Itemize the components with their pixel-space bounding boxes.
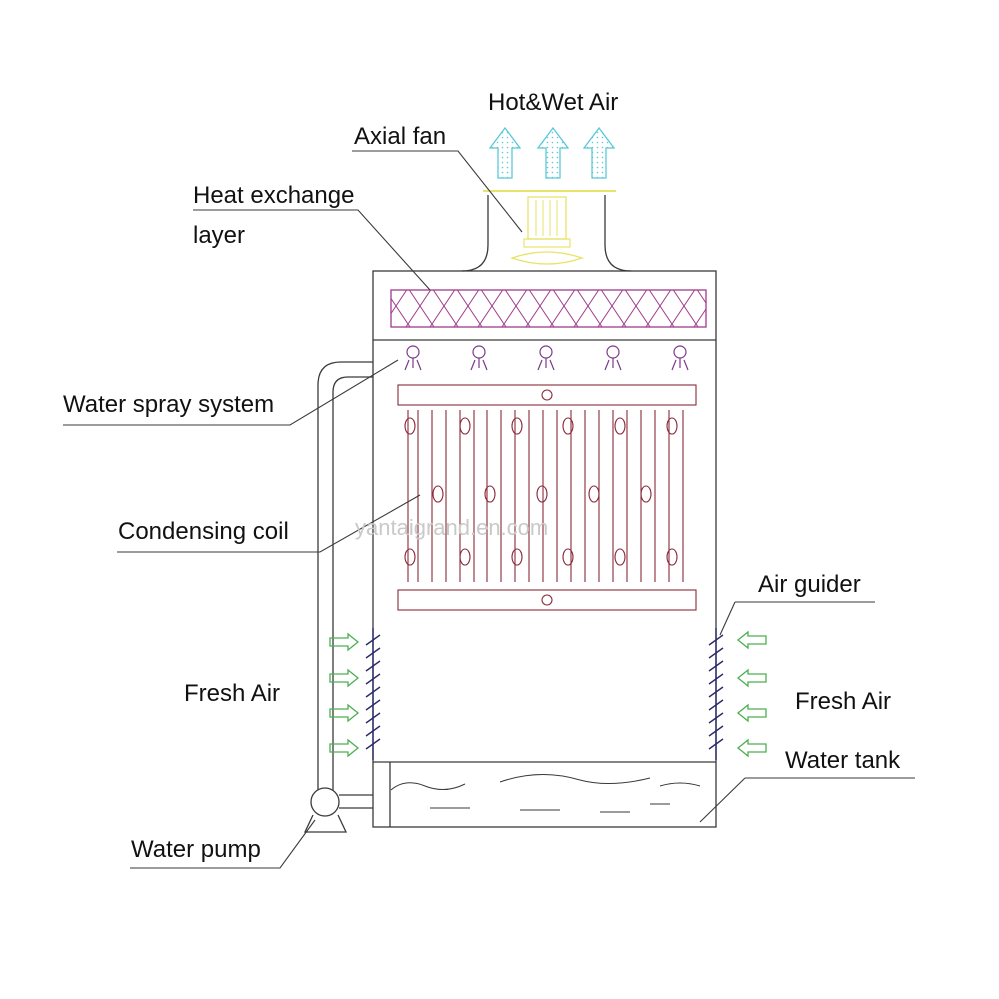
guider-blade [365, 699, 381, 711]
guider-blade [708, 647, 724, 659]
guider-blade [708, 699, 724, 711]
fresh-air-arrow-icon [329, 703, 360, 723]
guider-blade [365, 647, 381, 659]
water-pump [303, 787, 373, 833]
fresh-air-arrows-right [736, 630, 767, 758]
exhaust-arrow-icon [488, 126, 522, 179]
fresh-air-arrow-icon [329, 668, 360, 688]
guider-blade [365, 712, 381, 724]
fresh-air-arrow-icon [736, 738, 767, 758]
guider-blade [708, 738, 724, 750]
tower-housing [372, 195, 717, 828]
nozzle-icon [604, 345, 622, 371]
fresh-air-arrow-icon [329, 632, 360, 652]
nozzle-icon [537, 345, 555, 371]
watermark: yantaigrand.en.com [355, 515, 548, 540]
leader-water-pump [130, 819, 316, 869]
air-guider-right [708, 628, 724, 760]
nozzle-icon [470, 345, 488, 371]
exhaust-arrow-icon [536, 126, 570, 179]
fresh-air-arrow-icon [736, 703, 767, 723]
guider-blade [365, 686, 381, 698]
leader-heat-exchange [193, 209, 431, 291]
fresh-air-arrows-left [329, 632, 360, 758]
axial-fan-label: Axial fan [354, 123, 446, 150]
fresh-air-arrow-icon [736, 668, 767, 688]
heat-exchange-label-line2: layer [193, 222, 245, 249]
guider-blade [365, 660, 381, 672]
condensing-coil-label: Condensing coil [118, 518, 289, 545]
guider-blade [708, 634, 724, 646]
fresh-air-arrow-icon [736, 630, 767, 650]
hot-wet-air-arrows [488, 126, 616, 179]
fresh-air-right-label: Fresh Air [795, 688, 891, 715]
guider-blade [708, 712, 724, 724]
leader-lines [63, 150, 915, 869]
fresh-air-arrow-icon [329, 738, 360, 758]
guider-blade [708, 725, 724, 737]
leader-condensing-coil [117, 494, 421, 553]
leader-water-spray [63, 359, 399, 426]
water-tank-label: Water tank [785, 747, 901, 774]
water-pump-label: Water pump [131, 836, 261, 863]
guider-blade [708, 673, 724, 685]
hot-wet-air-label: Hot&Wet Air [488, 89, 618, 116]
guider-blade [708, 660, 724, 672]
nozzle-icon [404, 345, 422, 371]
air-guider-left [365, 628, 381, 760]
heat-exchange-layer [390, 289, 707, 328]
leader-axial-fan [352, 150, 523, 233]
fresh-air-left-label: Fresh Air [184, 680, 280, 707]
guider-blade [708, 686, 724, 698]
water-pipe [317, 361, 373, 790]
guider-blade [365, 634, 381, 646]
nozzle-icon [671, 345, 689, 371]
condensing-coil [397, 384, 697, 611]
air-guider-label: Air guider [758, 571, 861, 598]
leader-air-guider [719, 601, 875, 636]
exhaust-arrow-icon [582, 126, 616, 179]
spray-nozzles [404, 345, 689, 371]
guider-blade [365, 738, 381, 750]
heat-exchange-label: Heat exchange [193, 182, 354, 209]
leader-water-tank [699, 777, 915, 823]
water-spray-label: Water spray system [63, 391, 274, 418]
guider-blade [365, 673, 381, 685]
axial-fan [483, 190, 616, 265]
water-tank [373, 761, 716, 827]
guider-blade [365, 725, 381, 737]
